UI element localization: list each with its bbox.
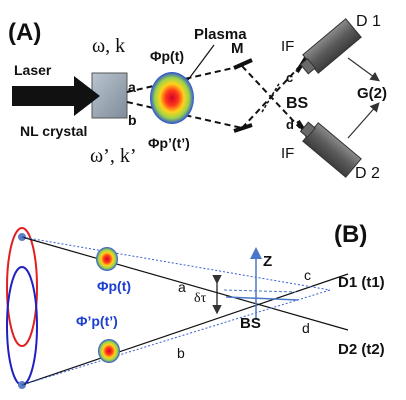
z-axis-label: Z [263,253,272,270]
g2-label: G(2) [357,85,387,102]
d1-label: D1 (t1) [338,274,385,291]
phi-p-t-prime-label: Φp’(t’) [148,135,190,151]
beam-b-label: b [128,112,137,128]
bs-label-b: BS [240,315,261,332]
beam-dotted-bottom [21,289,331,386]
plasma-blob-bottom [98,339,120,363]
beam-d-label: d [286,117,294,132]
omega-k-prime-label: ω’, k’ [90,145,136,167]
mirror-label: M [231,40,244,57]
phi-prime-p-t-prime-label: Φ’p(t’) [76,313,118,329]
panel-b-label: (B) [334,221,367,248]
g2-arrow-bottom [347,102,380,139]
beam-dotted-top [21,236,331,291]
d2-text: D2 (t2) [338,341,385,358]
beam-c-b-label: c [304,267,311,283]
omega-k-label: ω, k [92,35,125,57]
plasma-blob [150,72,194,124]
g2-arrow-top [347,57,380,82]
laser-arrow [12,76,100,116]
bs-dashed-line [223,289,297,293]
detector-2 [299,121,362,178]
panel-a-label: (A) [8,19,41,46]
plasma-label: Plasma [194,26,247,43]
beam-b-b-line [21,273,349,386]
nl-crystal-label: NL crystal [20,123,87,139]
beam-a-label: a [128,79,136,95]
beam-a-b-line [21,236,349,331]
mirror-bottom [233,123,253,133]
mirror-top [233,58,253,70]
beamsplitter-a [261,81,281,113]
detector-1 [299,18,362,75]
phi-p-t-b-label: Φp(t) [97,278,131,294]
bs-plane-line [225,296,299,301]
phi-p-t-label: Φp(t) [150,48,184,64]
beam-a-b-label: a [178,279,186,295]
if-top-label: IF [281,38,294,55]
d2-label: D2 (t2) [338,341,385,358]
detector-2-label: D 2 [355,165,380,182]
plasma-pointer [187,44,215,81]
d1-text: D1 (t1) [338,274,385,291]
if-bottom-label: IF [281,145,294,162]
beam-d-b-label: d [302,320,310,336]
plasma-blob-top [96,247,118,271]
ring-top [6,227,38,347]
delta-tau-label: δτ [194,291,207,306]
beam-b-b-label: b [177,345,185,361]
bs-label-a: BS [286,95,309,112]
detector-1-label: D 1 [356,13,381,30]
beam-c-label: c [286,70,293,85]
laser-label: Laser [14,62,52,78]
